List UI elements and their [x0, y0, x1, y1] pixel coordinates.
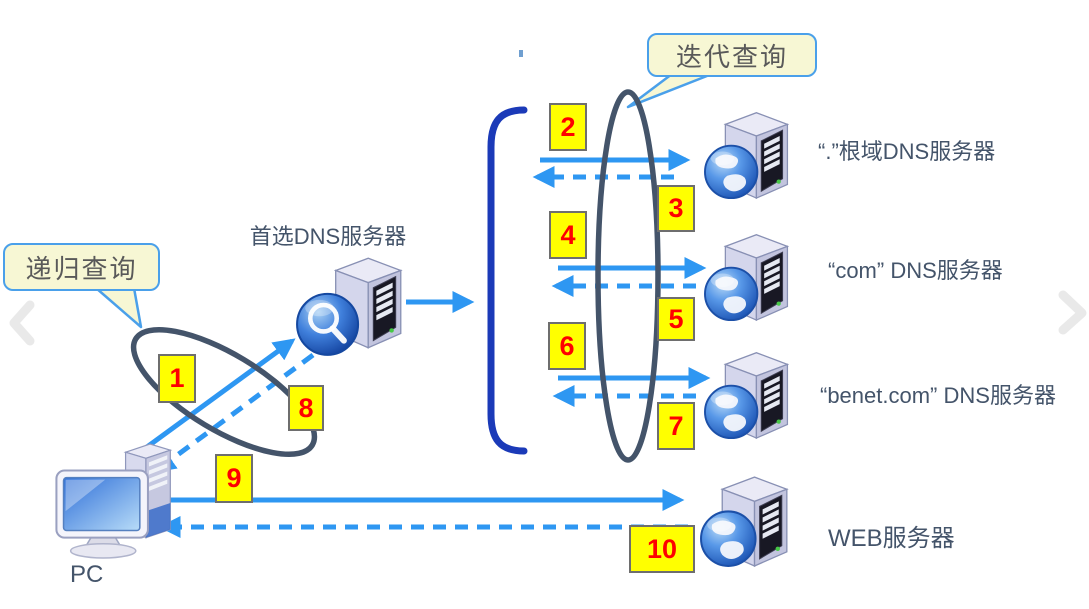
iterative-group-bracket: [487, 106, 528, 455]
step-5-badge: 5: [657, 297, 695, 341]
recursive-query-ellipse: [130, 326, 318, 458]
pc-icon: [52, 440, 190, 560]
step-9-badge: 9: [215, 454, 253, 503]
step-4-badge: 4: [549, 211, 587, 259]
dashed-arrow-step-8: [153, 352, 315, 473]
step-7-badge: 7: [657, 402, 695, 450]
prev-slide-chevron-icon[interactable]: [9, 300, 35, 346]
recursive-callout-tail: [94, 286, 143, 329]
next-slide-chevron-icon[interactable]: [1058, 290, 1087, 335]
recursive-query-callout: 递归查询: [3, 243, 160, 291]
preferred-dns-label: 首选DNS服务器: [249, 224, 407, 249]
pc-label: PC: [70, 561, 104, 588]
com-dns-server-icon: [702, 226, 804, 323]
step-10-badge: 10: [629, 525, 695, 573]
benet-dns-server-icon: [702, 344, 804, 441]
benet-dns-label: “benet.com” DNS服务器: [820, 383, 1056, 408]
step-3-badge: 3: [657, 185, 695, 232]
root-dns-server-icon: [702, 104, 804, 201]
web-server-label: WEB服务器: [828, 525, 955, 552]
step-1-badge: 1: [158, 354, 196, 403]
root-dns-label: “.”根域DNS服务器: [818, 139, 996, 164]
step-2-badge: 2: [549, 103, 587, 151]
web-server-icon: [698, 468, 804, 569]
stray-mark: [519, 50, 523, 57]
com-dns-label: “com” DNS服务器: [828, 258, 1003, 283]
step-6-badge: 6: [548, 322, 586, 370]
iterative-query-ellipse: [595, 89, 661, 463]
step-8-badge: 8: [288, 385, 324, 431]
preferred-dns-server-icon: [293, 247, 415, 361]
solid-arrow-step-1: [134, 338, 296, 458]
iterative-query-callout: 迭代查询: [647, 33, 817, 77]
